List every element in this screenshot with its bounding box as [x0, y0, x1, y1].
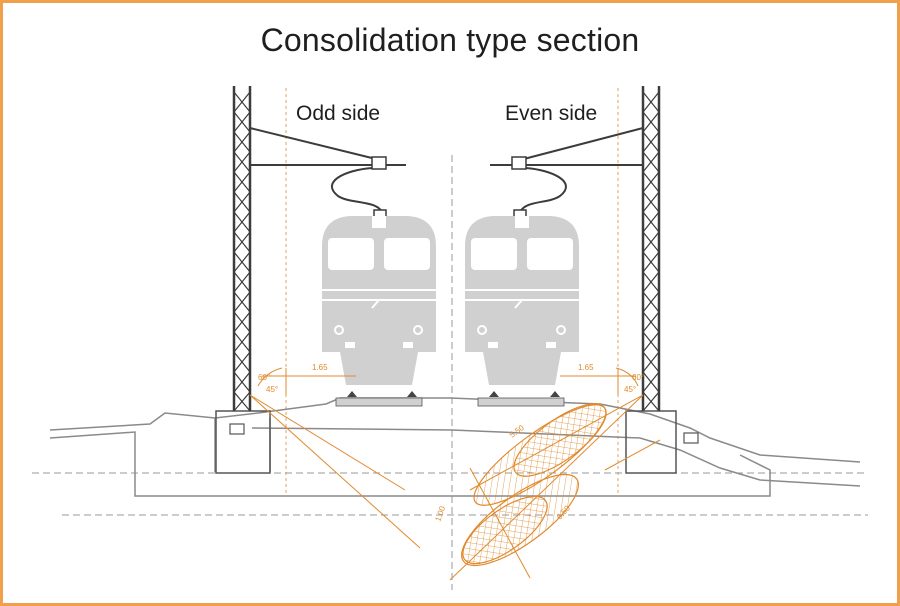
left-offset-dimension: 1.65	[312, 363, 328, 372]
left-foundation	[215, 410, 271, 474]
even-side-label: Even side	[505, 102, 598, 125]
embankment-profile	[49, 397, 861, 497]
left-angle-upper: 60°	[258, 373, 270, 382]
right-offset-dimension: 1.65	[578, 363, 594, 372]
right-drain-box	[683, 432, 699, 444]
zone-width-dimension: 1.00	[433, 504, 447, 522]
odd-side-locomotive	[322, 216, 436, 407]
consolidation-zone	[461, 403, 607, 567]
page-title: Consolidation type section	[260, 22, 640, 58]
odd-side-label: Odd side	[296, 102, 381, 125]
right-cantilever-arm	[490, 127, 644, 218]
left-drain-box	[229, 423, 245, 435]
zone-length-dimension: 5.50	[508, 423, 526, 440]
left-angle-lower: 45°	[266, 385, 278, 394]
right-angle-upper: 60°	[632, 373, 644, 382]
right-catenary-mast	[641, 86, 661, 412]
right-foundation	[625, 410, 677, 474]
left-cantilever-arm	[249, 127, 406, 218]
odd-side-dimension-lines	[249, 367, 421, 549]
left-catenary-mast	[232, 86, 252, 412]
right-angle-lower: 45°	[624, 385, 636, 394]
even-side-locomotive	[465, 216, 579, 407]
